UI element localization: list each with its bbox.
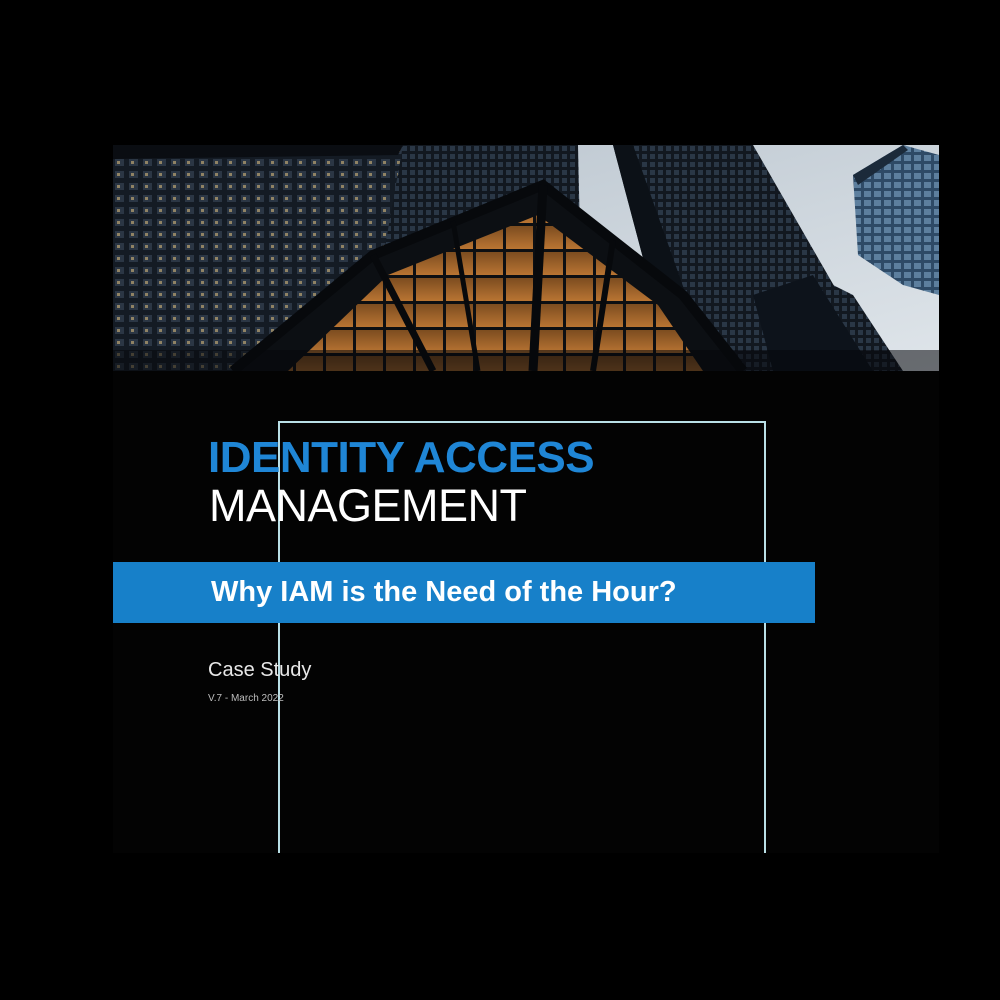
subtitle-banner: Why IAM is the Need of the Hour? bbox=[113, 562, 815, 623]
cover-page bbox=[113, 145, 939, 853]
version-label: V.7 - March 2022 bbox=[208, 693, 284, 704]
title-line-2: MANAGEMENT bbox=[209, 480, 527, 531]
title-line-1: IDENTITY ACCESS bbox=[208, 433, 595, 482]
document-type: Case Study bbox=[208, 659, 312, 681]
header-photo bbox=[113, 145, 939, 371]
banner-text: Why IAM is the Need of the Hour? bbox=[211, 576, 677, 608]
skyscrapers-image bbox=[113, 145, 939, 371]
